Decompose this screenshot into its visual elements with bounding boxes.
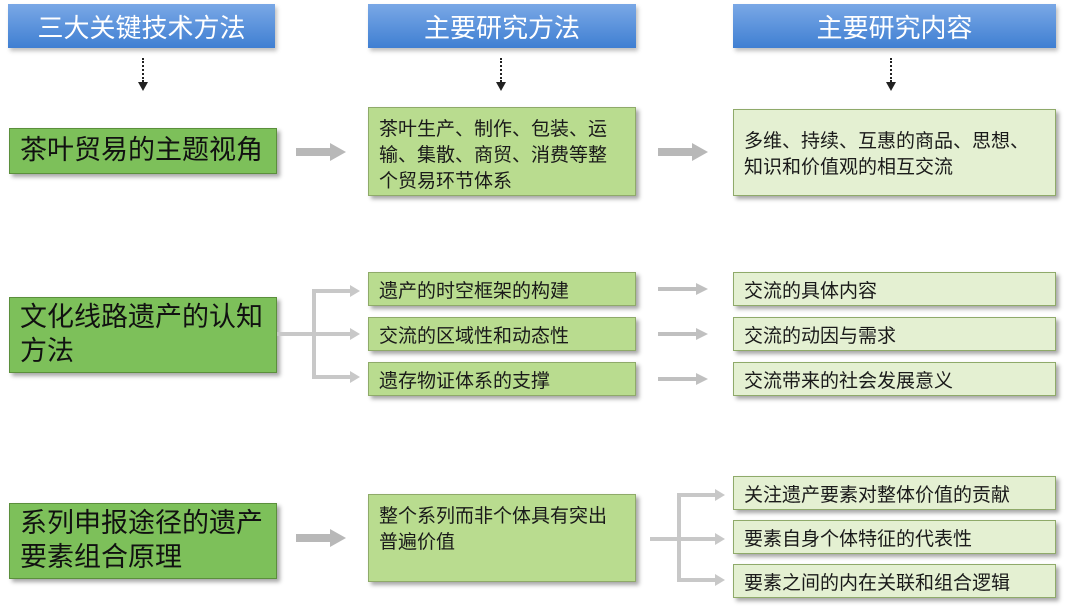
method-regional-dynamics: 交流的区域性和动态性	[368, 317, 636, 351]
arrowhead-icon	[715, 533, 725, 545]
arrowhead-icon	[715, 574, 725, 586]
right-arrow-icon	[296, 143, 346, 161]
dotted-arrow-icon	[496, 58, 506, 91]
header-key-methods: 三大关键技术方法	[8, 4, 275, 48]
key-method-cultural-route: 文化线路遗产的认知方法	[9, 297, 277, 373]
content-exchange-motives: 交流的动因与需求	[733, 317, 1056, 351]
arrowhead-icon	[350, 285, 360, 297]
right-arrow-icon	[658, 373, 708, 385]
right-arrow-icon	[658, 143, 708, 161]
content-exchange-specifics: 交流的具体内容	[733, 272, 1056, 306]
bracket-connector	[677, 578, 717, 582]
method-serial-value: 整个系列而非个体具有突出普遍价值	[368, 494, 636, 582]
bracket-connector	[277, 332, 314, 336]
header-research-methods: 主要研究方法	[368, 4, 636, 48]
arrowhead-icon	[350, 371, 360, 383]
content-element-contribution: 关注遗产要素对整体价值的贡献	[733, 476, 1056, 510]
content-multidimensional-exchange: 多维、持续、互惠的商品、思想、知识和价值观的相互交流	[733, 109, 1056, 196]
bracket-connector	[650, 537, 679, 541]
method-spatiotemporal-framework: 遗产的时空框架的构建	[368, 272, 636, 306]
bracket-connector	[312, 332, 352, 336]
bracket-connector	[677, 537, 717, 541]
right-arrow-icon	[658, 283, 708, 295]
content-element-representativeness: 要素自身个体特征的代表性	[733, 520, 1056, 554]
bracket-connector	[312, 375, 352, 379]
method-evidence-system: 遗存物证体系的支撑	[368, 362, 636, 396]
right-arrow-icon	[658, 328, 708, 340]
right-arrow-icon	[296, 529, 346, 547]
key-method-tea-trade: 茶叶贸易的主题视角	[9, 128, 277, 174]
content-element-relations: 要素之间的内在关联和组合逻辑	[733, 564, 1056, 598]
dotted-arrow-icon	[886, 58, 896, 91]
bracket-connector	[312, 289, 352, 293]
arrowhead-icon	[350, 328, 360, 340]
bracket-connector	[677, 493, 717, 497]
dotted-arrow-icon	[138, 58, 148, 91]
content-social-significance: 交流带来的社会发展意义	[733, 362, 1056, 396]
arrowhead-icon	[715, 489, 725, 501]
key-method-serial-nomination: 系列申报途径的遗产要素组合原理	[9, 503, 277, 579]
method-trade-chain: 茶叶生产、制作、包装、运输、集散、商贸、消费等整个贸易环节体系	[368, 107, 636, 196]
header-research-content: 主要研究内容	[733, 4, 1056, 48]
